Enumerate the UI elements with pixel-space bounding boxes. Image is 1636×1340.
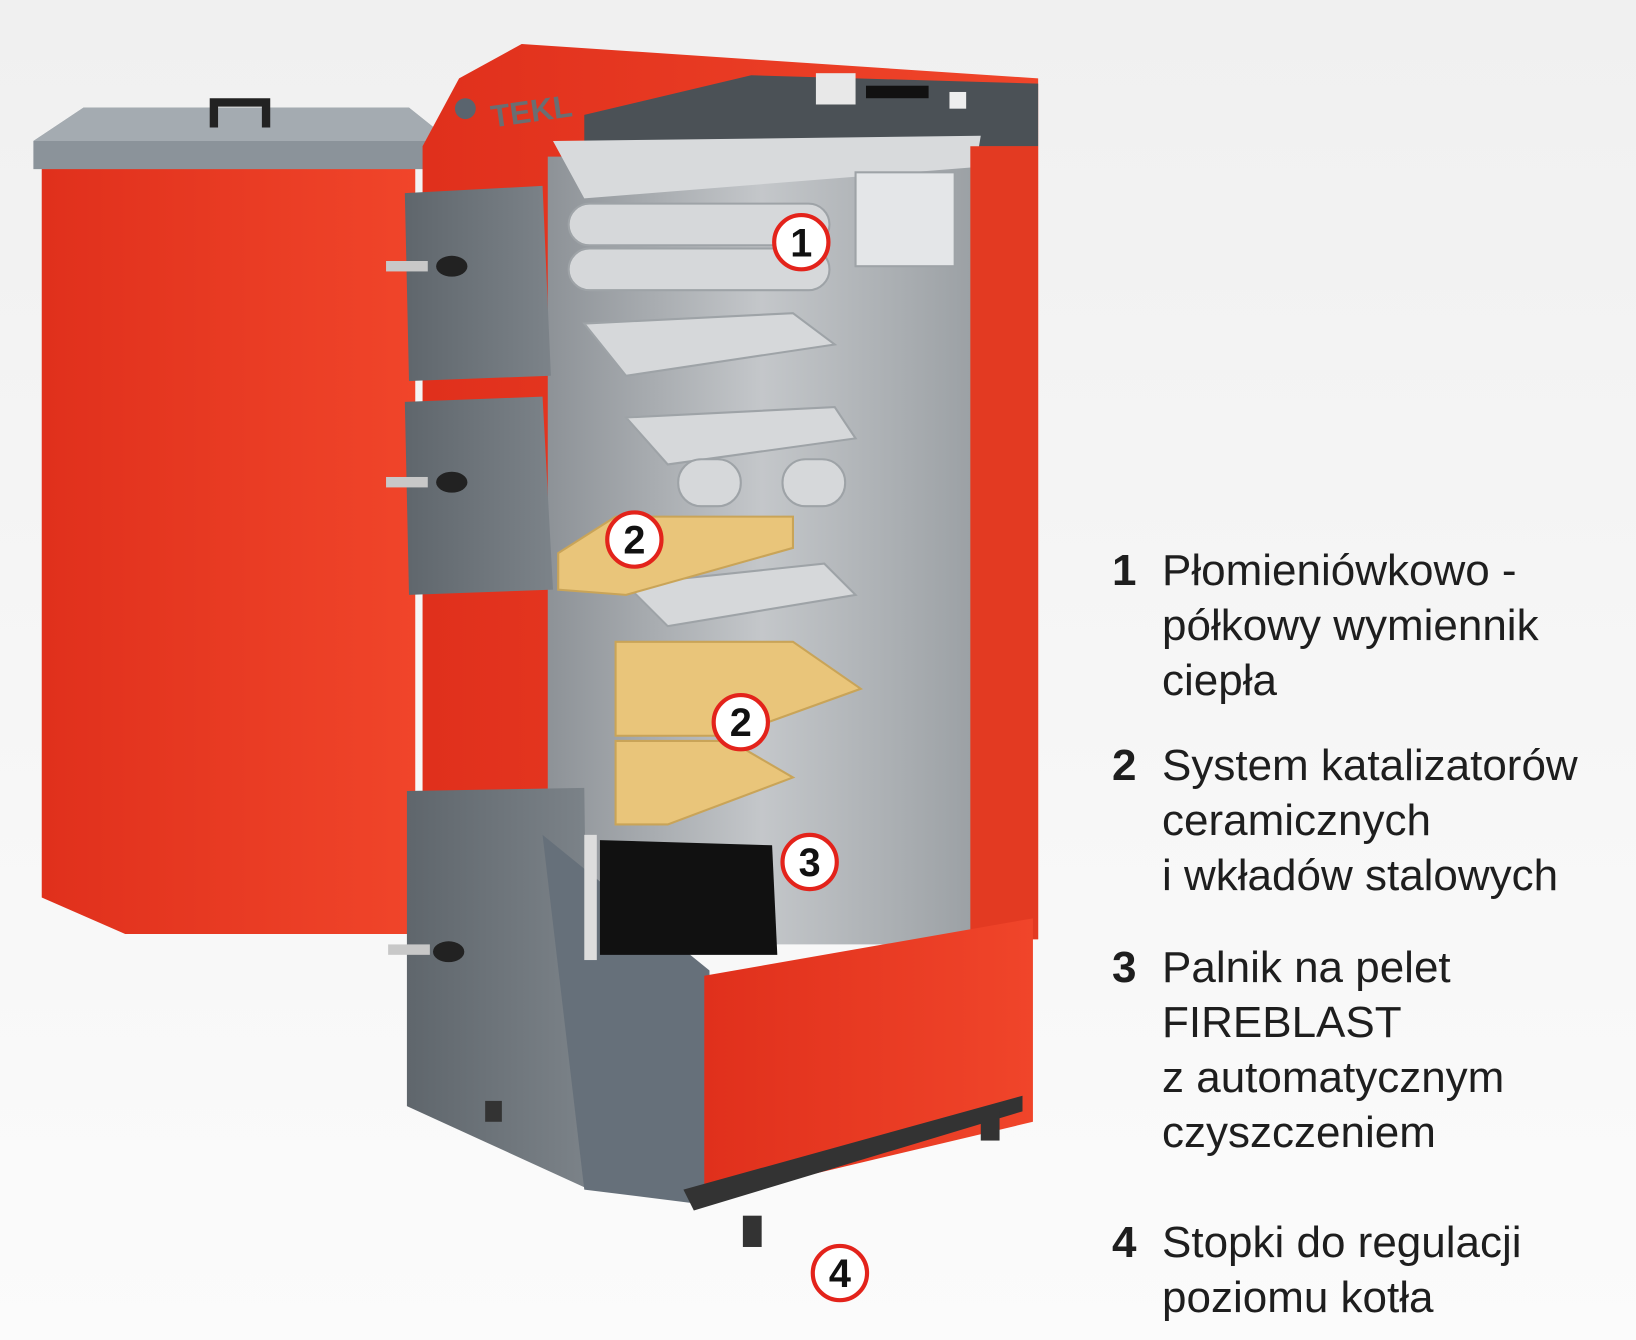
pellet-hopper	[33, 98, 451, 934]
marker-1: 1	[772, 213, 831, 272]
marker-3: 3	[780, 832, 839, 892]
svg-text:1: 1	[790, 221, 812, 265]
adjustable-feet	[485, 1095, 1023, 1247]
legend-text: Palnik na pelet FIREBLAST z automatyczny…	[1162, 943, 1505, 1157]
legend-number: 1	[1112, 546, 1137, 595]
svg-text:2: 2	[623, 519, 645, 563]
front-lower-panel	[704, 918, 1033, 1201]
legend-text: System katalizatorów ceramicznych i wkła…	[1162, 741, 1578, 900]
svg-text:2: 2	[730, 701, 752, 745]
heat-exchanger-tubes	[567, 171, 956, 628]
svg-text:3: 3	[799, 841, 821, 885]
control-panel-buttons	[815, 73, 967, 109]
legend-number: 2	[1112, 741, 1137, 790]
legend-number: 4	[1112, 1218, 1137, 1267]
hopper-lid-handle	[209, 98, 271, 128]
legend-text: Stopki do regulacji poziomu kotła	[1162, 1218, 1522, 1322]
door-handles	[432, 255, 468, 963]
marker-2a: 2	[605, 510, 664, 569]
legend-number: 3	[1112, 943, 1137, 992]
pellet-burner	[584, 834, 778, 961]
marker-4: 4	[810, 1243, 870, 1303]
legend-text: Płomieniówkowo - półkowy wymiennik ciepł…	[1162, 546, 1539, 705]
marker-2b: 2	[711, 692, 771, 752]
svg-text:4: 4	[829, 1252, 851, 1296]
